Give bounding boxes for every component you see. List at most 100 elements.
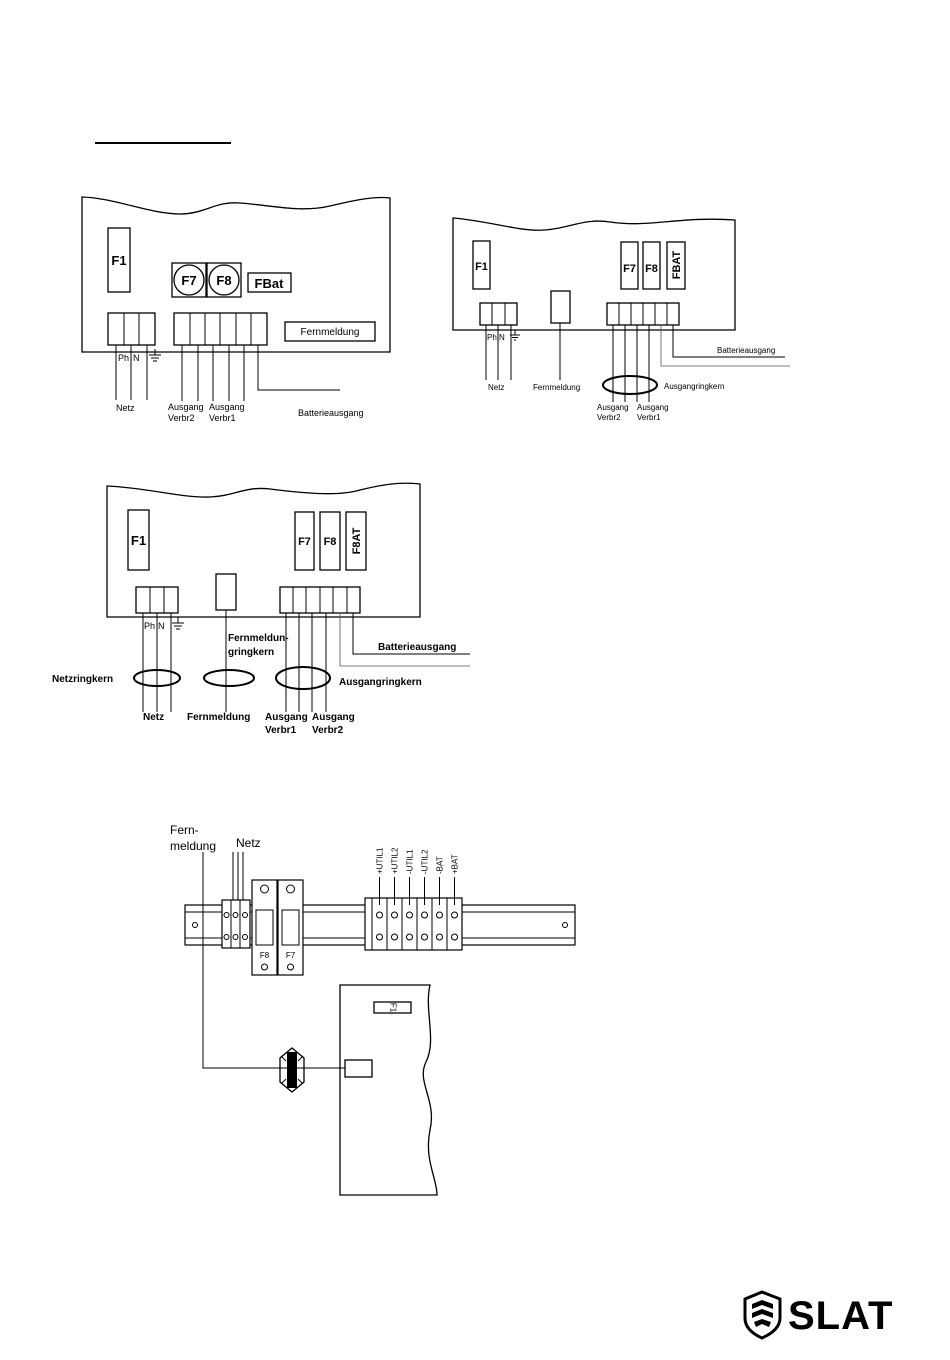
fuse-f8-cap	[208, 264, 240, 296]
out-verbr2-line2: Verbr2	[168, 413, 195, 423]
fuse-f1	[472, 240, 491, 290]
terminal-block-mains	[107, 312, 156, 346]
fernmeldung-label: Fernmeldung	[533, 383, 580, 392]
terminal-block-outputs	[606, 302, 680, 326]
netz-label: Netz	[488, 383, 504, 392]
fernmeldungringkern-line1: Fernmeldun-	[228, 633, 289, 644]
fernmeldung-line1: Fern-	[170, 823, 199, 837]
out-verbr2-line1: Ausgang	[312, 712, 355, 723]
fuse-f7	[171, 262, 207, 298]
out-verbr1-line2: Verbr1	[265, 725, 297, 736]
netz-label: Netz	[236, 836, 261, 850]
fuse-f1-label: F1	[111, 253, 126, 268]
n-label: N	[133, 353, 140, 363]
housing-outline	[452, 217, 736, 331]
brand-logo: SLAT	[743, 1290, 893, 1340]
netz-ring-core	[133, 669, 181, 687]
housing-outline	[81, 196, 391, 353]
fuse-f1	[107, 227, 131, 293]
fuse-f7-label: F7	[181, 273, 196, 288]
fuse-bat	[247, 272, 292, 293]
fuse-bat	[666, 241, 686, 290]
fuse-f8-label: F8	[324, 536, 337, 548]
out-verbr2-line1: Ausgang	[168, 402, 204, 412]
ausgang-ring-core	[602, 375, 658, 395]
n-label: N	[158, 621, 165, 631]
terminal-label: +UTIL1	[376, 847, 385, 874]
fuse-f7-cap	[173, 264, 205, 296]
out-verbr2-line2: Verbr2	[312, 725, 344, 736]
batterieausgang-label: Batterieausgang	[378, 642, 456, 653]
terminal-block-outputs	[279, 586, 361, 614]
fuse-f8-label: F8	[216, 273, 231, 288]
ausgangringkern-label: Ausgangringkern	[664, 382, 724, 391]
out-verbr1-line1: Ausgang	[265, 712, 308, 723]
ph-label: Ph	[487, 333, 497, 342]
terminal-label: +UTIL2	[391, 847, 400, 874]
terminal-label: -UTIL2	[421, 849, 430, 874]
fernmeldung-cable	[202, 852, 345, 1069]
fernmeldung-ring-core	[203, 669, 255, 687]
terminal-block-mains	[135, 586, 179, 614]
fernmeldung-label: Fernmeldung	[187, 712, 250, 723]
wires	[115, 345, 340, 401]
cabinet-fuse-f1	[373, 1001, 412, 1014]
diagram-4: Fern- meldung Netz	[170, 823, 576, 1196]
fernmeldung-terminal	[215, 573, 237, 611]
fuse-bat-label: FBAT	[671, 250, 683, 279]
ferrite-core-icon	[279, 1047, 305, 1093]
wires	[142, 610, 470, 712]
wires	[485, 323, 790, 402]
fuse-f1	[127, 509, 150, 571]
fuse-f7-label: F7	[286, 951, 296, 960]
diagram-1: F1 F7 F8 FBat Fernmeldung	[81, 196, 391, 423]
out-verbr1-line2: Verbr1	[637, 413, 661, 422]
ground-icon	[510, 330, 520, 341]
fuse-bat-label: FBat	[255, 276, 285, 291]
housing-outline	[106, 482, 421, 618]
ground-icon	[149, 349, 161, 362]
fuse-f1-label: F1	[475, 261, 488, 273]
fernmeldung-box-label: Fernmeldung	[301, 327, 360, 338]
brand-name: SLAT	[788, 1294, 893, 1338]
out-verbr2-line1: Ausgang	[597, 403, 629, 412]
fuse-holder-f7	[277, 879, 304, 976]
fuse-f8-label: F8	[260, 951, 270, 960]
fernmeldung-box	[284, 321, 376, 342]
terminal-block-mains	[479, 302, 518, 326]
cabinet-fuse-f1-label: F1	[388, 1003, 397, 1013]
netz-label: Netz	[143, 712, 164, 723]
fuse-f7	[294, 511, 315, 571]
terminal-label: +BAT	[451, 854, 460, 874]
out-verbr1-line1: Ausgang	[637, 403, 669, 412]
fuse-f7-label: F7	[623, 263, 636, 275]
fuse-f8-label: F8	[645, 263, 658, 275]
out-verbr1-line2: Verbr1	[209, 413, 236, 423]
n-label: N	[499, 333, 505, 342]
cabinet-fernmeldung-terminal	[344, 1059, 373, 1078]
fuse-holder-f8	[251, 879, 278, 976]
ausgangringkern-label: Ausgangringkern	[339, 677, 422, 688]
terminal-label: -BAT	[436, 856, 445, 874]
out-verbr1-line1: Ausgang	[209, 402, 245, 412]
mains-terminals	[221, 852, 251, 949]
ph-label: Ph	[144, 621, 155, 631]
batterieausgang-label: Batterieausgang	[717, 346, 775, 355]
netzringkern-label: Netzringkern	[52, 674, 113, 685]
fernmeldung-terminal	[550, 290, 571, 324]
fuse-f8	[319, 511, 341, 571]
fuse-f7-label: F7	[298, 536, 311, 548]
out-verbr2-line2: Verbr2	[597, 413, 621, 422]
diagram-2: F1 F7 F8 FBAT	[452, 217, 790, 422]
ground-icon	[172, 617, 184, 630]
fernmeldung-line2: meldung	[170, 839, 216, 853]
terminal-label: -UTIL1	[406, 849, 415, 874]
output-terminal-block	[364, 877, 463, 951]
netz-label: Netz	[116, 403, 135, 413]
cabinet-outline	[339, 984, 438, 1196]
fuse-f8	[206, 262, 242, 298]
terminal-block-outputs	[173, 312, 268, 346]
fernmeldungringkern-line2: gringkern	[228, 647, 274, 658]
shield-icon	[743, 1290, 782, 1340]
